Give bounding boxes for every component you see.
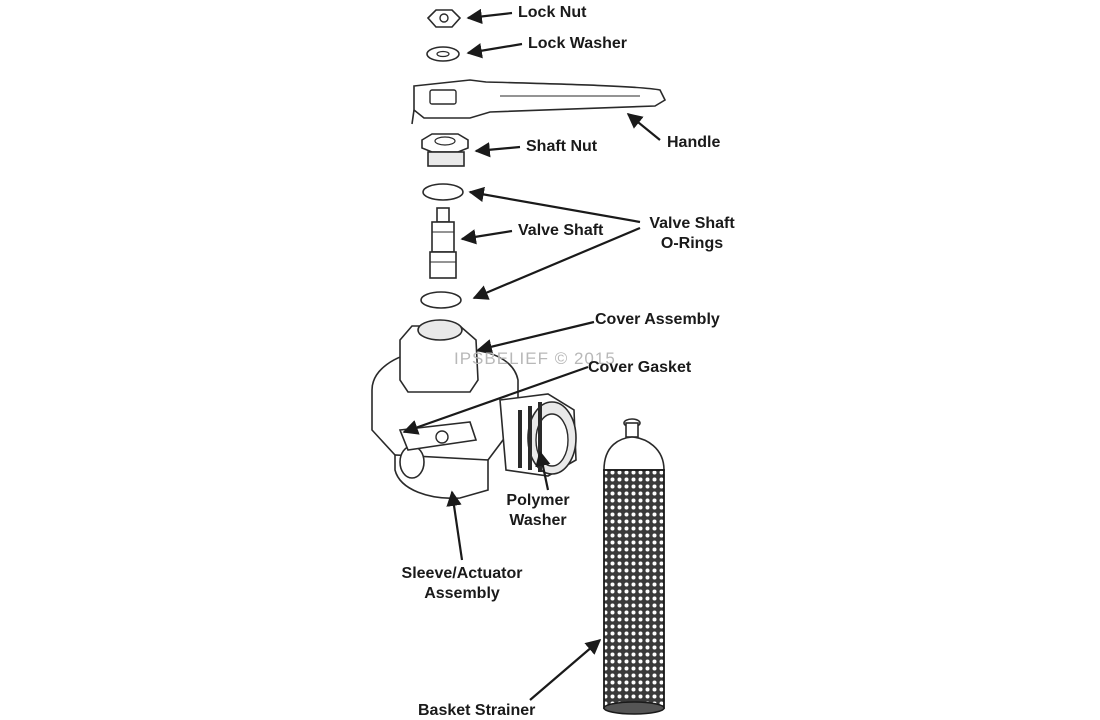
- label-sleeve-actuator-line1: Sleeve/Actuator: [401, 565, 523, 582]
- label-handle: Handle: [667, 134, 721, 151]
- label-polymer-washer-line2: Washer: [509, 512, 567, 529]
- label-valve-shaft-o-rings-line2: O-Rings: [660, 235, 724, 252]
- arrow-valve-shaft: [460, 229, 513, 245]
- label-valve-shaft: Valve Shaft: [518, 222, 604, 239]
- shaft-nut-part: [421, 133, 469, 167]
- o-ring-lower-part: [420, 291, 462, 309]
- label-cover-assembly: Cover Assembly: [595, 311, 720, 328]
- side-port-part: [499, 393, 577, 477]
- arrow-handle: [626, 113, 661, 141]
- label-sleeve-actuator-assembly: Sleeve/Actuator Assembly: [392, 564, 532, 604]
- arrow-o-ring-lower: [472, 226, 641, 300]
- arrow-sleeve-actuator: [446, 490, 464, 561]
- label-sleeve-actuator-line2: Assembly: [424, 585, 500, 602]
- arrow-shaft-nut: [474, 142, 521, 158]
- arrow-polymer-washer: [535, 450, 551, 491]
- leader-arrows: [402, 8, 661, 701]
- arrow-basket-strainer: [529, 638, 602, 701]
- label-cover-gasket: Cover Gasket: [588, 359, 692, 376]
- arrow-cover-gasket: [402, 365, 589, 435]
- label-valve-shaft-o-rings: Valve Shaft O-Rings: [640, 214, 744, 254]
- handle-part: [411, 79, 667, 125]
- arrow-lock-washer: [466, 42, 523, 59]
- label-polymer-washer-line1: Polymer: [506, 492, 570, 509]
- arrow-lock-nut: [466, 8, 513, 25]
- label-basket-strainer: Basket Strainer: [418, 702, 536, 719]
- watermark: IPSBELIEF © 2015: [454, 349, 616, 368]
- label-shaft-nut: Shaft Nut: [526, 138, 598, 155]
- arrow-cover-assembly: [476, 320, 595, 355]
- valve-shaft-part: [429, 207, 457, 279]
- label-lock-washer: Lock Washer: [528, 35, 627, 52]
- label-lock-nut: Lock Nut: [518, 4, 587, 21]
- valve-body-part: [371, 319, 519, 500]
- label-polymer-washer: Polymer Washer: [496, 491, 580, 531]
- label-valve-shaft-o-rings-line1: Valve Shaft: [649, 215, 735, 232]
- lock-nut-part: [426, 9, 462, 28]
- basket-strainer-part: [603, 418, 665, 715]
- lock-washer-part: [426, 46, 460, 62]
- arrow-o-ring-upper: [468, 186, 641, 224]
- o-ring-upper-part: [422, 183, 464, 201]
